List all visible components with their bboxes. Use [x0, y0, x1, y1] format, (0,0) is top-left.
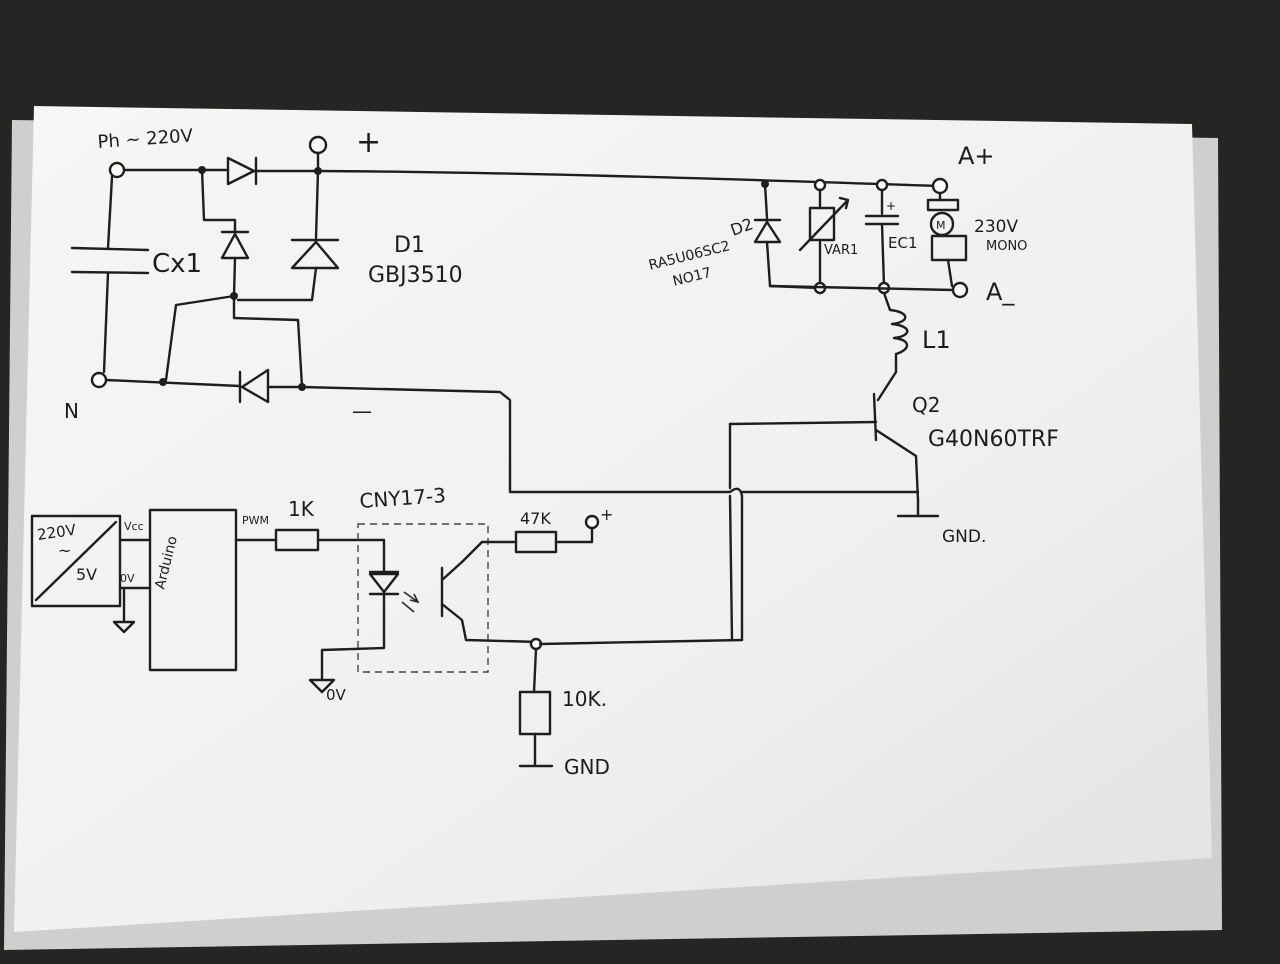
plus-supply-label: +	[600, 505, 613, 524]
l1-label: L1	[922, 326, 951, 354]
psu-output-label: 5V	[76, 565, 97, 584]
r1k-label: 1K	[288, 497, 315, 521]
wire	[106, 175, 114, 250]
minus-label: —	[352, 399, 372, 423]
q2-gate-wire	[728, 420, 878, 426]
gate-drive-wire	[728, 422, 734, 642]
l1-inductor	[882, 291, 909, 374]
paper-sheet	[14, 106, 1212, 932]
gnd-right-label: GND.	[942, 527, 986, 547]
wire	[102, 271, 110, 374]
dc-minus-rail	[300, 385, 732, 494]
plus-terminal	[308, 135, 328, 155]
q2-label: Q2	[912, 393, 940, 417]
neutral-terminal	[90, 371, 108, 389]
gnd-symbol-right	[896, 498, 940, 518]
dc-plus-rail	[316, 169, 942, 188]
r10k-label: 10K.	[562, 687, 607, 711]
var1-varistor	[808, 206, 836, 242]
wire	[880, 222, 886, 288]
wire	[532, 647, 538, 694]
neutral-label: N	[64, 399, 79, 423]
ec1-polarity: +	[886, 199, 896, 213]
bridge-diode-left	[220, 230, 250, 298]
q2-base-bar	[872, 392, 878, 442]
a-plus-label: A+	[958, 142, 995, 170]
vcc-label: Vcc	[124, 520, 144, 533]
gnd-symbol-bottom	[518, 732, 554, 768]
bridge-diode-right	[236, 238, 340, 302]
r47k-label: 47K	[520, 509, 551, 528]
psu-diagonal	[34, 520, 118, 602]
wire	[554, 526, 594, 544]
junction	[875, 178, 889, 192]
wire	[763, 182, 769, 220]
plus-label: +	[356, 125, 381, 160]
bridge-diode-top	[226, 156, 320, 186]
wire	[314, 169, 320, 240]
psu-input-label: 220V	[36, 521, 78, 544]
cx1-plate-top	[70, 246, 150, 252]
gnd-symbol-0v	[308, 678, 336, 694]
wire	[164, 294, 236, 382]
arduino-box	[148, 508, 238, 672]
q2-part-label: G40N60TRF	[928, 427, 1059, 452]
motor-symbol: M	[936, 219, 946, 232]
plus-supply-terminal	[584, 514, 600, 530]
opto-transistor	[440, 540, 542, 644]
var1-label: VAR1	[824, 243, 858, 258]
wire-hop	[728, 487, 744, 642]
q2-collector	[876, 370, 898, 402]
motor-type-label: MONO	[986, 239, 1027, 254]
gnd-bottom-label: GND	[564, 755, 610, 779]
ov-label: 0V	[120, 572, 135, 585]
bridge-diode-bottom	[238, 368, 304, 404]
a-minus-label: A_	[986, 278, 1015, 306]
psu-box	[30, 514, 122, 608]
wire	[200, 168, 237, 234]
junction	[159, 378, 167, 386]
a-minus-terminal	[951, 281, 969, 299]
psu-tilde: ~	[58, 541, 71, 560]
ec1-label: EC1	[888, 234, 918, 252]
var1-arrow	[798, 196, 850, 252]
opto-package	[357, 523, 489, 673]
wire	[316, 538, 386, 572]
q2-emitter	[874, 428, 920, 502]
pwm-label: PWM	[242, 514, 269, 527]
gnd-symbol-psu	[112, 586, 136, 634]
wire	[946, 258, 954, 288]
emitter-to-gate-wire	[538, 638, 744, 646]
zero-v-label: 0V	[326, 686, 347, 704]
opto-led	[320, 570, 420, 682]
d1-label: D1	[394, 233, 425, 258]
phase-terminal	[108, 161, 126, 179]
neutral-wire	[104, 378, 242, 388]
junction	[813, 178, 827, 192]
motor-voltage-label: 230V	[974, 217, 1018, 237]
motor-brush	[926, 198, 960, 212]
cx1-label: Cx1	[152, 249, 202, 279]
cx1-plate-bottom	[70, 270, 150, 275]
a-plus-terminal	[931, 177, 949, 195]
wire	[232, 294, 304, 388]
load-bottom-rail	[768, 284, 955, 292]
bridge-part-label: GBJ3510	[368, 263, 463, 288]
